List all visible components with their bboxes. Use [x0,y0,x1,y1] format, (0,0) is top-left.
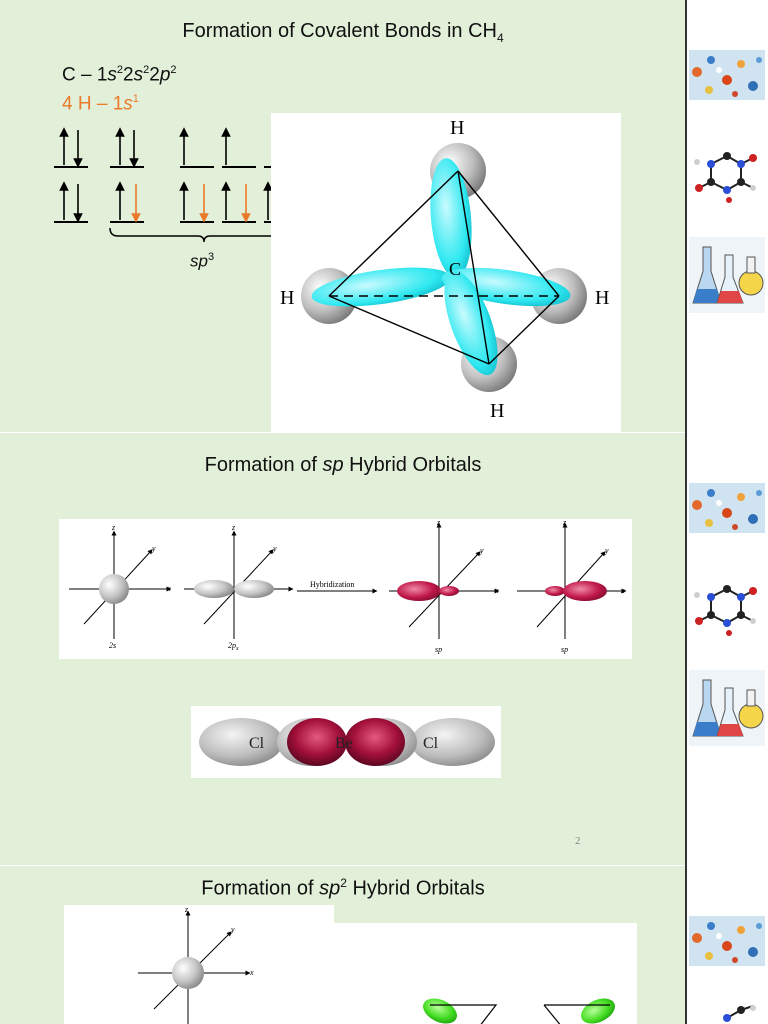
sp2-s-orbital-drawing: z y x [138,905,254,1024]
atom-label-cl-left: Cl [249,735,265,752]
atom-label-h-bottom: H [490,400,504,422]
slide-3-title: Formation of sp2 Hybrid Orbitals [201,876,485,900]
orbital-label-2px: 2px [228,641,239,652]
orbital-label-sp: sp [561,645,568,654]
hybridization-arrow-label: Hybridization [310,580,354,589]
axis-label: x [494,586,499,595]
axis-label: z [184,905,189,914]
axis-label: y [479,546,484,555]
lab-flasks-icon[interactable] [689,670,765,746]
carbon-electron-configuration: C – 1s22s22p2 [62,64,177,86]
axis-label: z [436,519,441,527]
axis-label: y [604,546,609,555]
hydrogen-electron-configuration: 4 H – 1s1 [62,93,139,115]
atom-label-h-left: H [280,287,294,309]
becl2-figure: Cl Be Cl [191,706,501,778]
axis-label: z [231,523,236,532]
caffeine-molecule-icon[interactable] [689,1004,765,1024]
page-number: 2 [575,835,581,847]
caffeine-molecule-icon[interactable] [689,142,765,208]
sp2-s-orbital-figure: z y x [64,905,334,1024]
slide-3: Formation of sp2 Hybrid Orbitals z y x [0,866,686,1024]
caffeine-molecule-icon[interactable] [689,575,765,641]
ch4-tetrahedron-drawing: H H H H C [280,117,609,422]
slide-1-title: Formation of Covalent Bonds in CH4 [182,20,504,45]
atom-label-h-top: H [450,117,464,139]
molecules-thumbnail-icon[interactable] [689,916,765,966]
atom-label-h-right: H [595,287,609,309]
axis-label: z [562,519,567,527]
sp2-hybrid-figure [334,923,637,1024]
axis-label: y [272,544,277,553]
molecules-thumbnail-icon[interactable] [689,50,765,100]
sp-hybridization-figure: z y x z y z y x z y x 2s 2px sp sp Hybri… [59,518,632,659]
atom-label-cl-right: Cl [423,735,439,752]
axis-label: y [151,544,156,553]
axis-label: z [111,523,116,532]
axis-label: x [249,968,254,977]
becl2-drawing: Cl Be Cl [199,718,495,766]
orbital-label-sp: sp [435,645,442,654]
ch4-tetrahedron-figure: H H H H C [271,113,621,432]
axis-label: x [166,584,171,593]
slide-2-title: Formation of sp Hybrid Orbitals [204,454,482,476]
axis-label: y [230,925,235,934]
vertical-divider [685,0,687,1024]
sp3-label: sp3 [190,251,215,271]
sp2-hybrid-drawing [423,998,615,1024]
slide-2: Formation of sp Hybrid Orbitals [0,433,686,865]
sp-hybridization-drawing: z y x z y z y x z y x 2s 2px sp sp Hybri… [69,518,627,654]
slide-1: Formation of Covalent Bonds in CH4 C – 1… [0,0,686,432]
orbital-label-2s: 2s [109,641,116,650]
atom-label-be: Be [335,735,353,752]
orbital-diagram [54,127,299,243]
axis-label: x [620,586,625,595]
molecules-thumbnail-icon[interactable] [689,483,765,533]
atom-label-c: C [449,259,461,279]
lab-flasks-icon[interactable] [689,237,765,313]
